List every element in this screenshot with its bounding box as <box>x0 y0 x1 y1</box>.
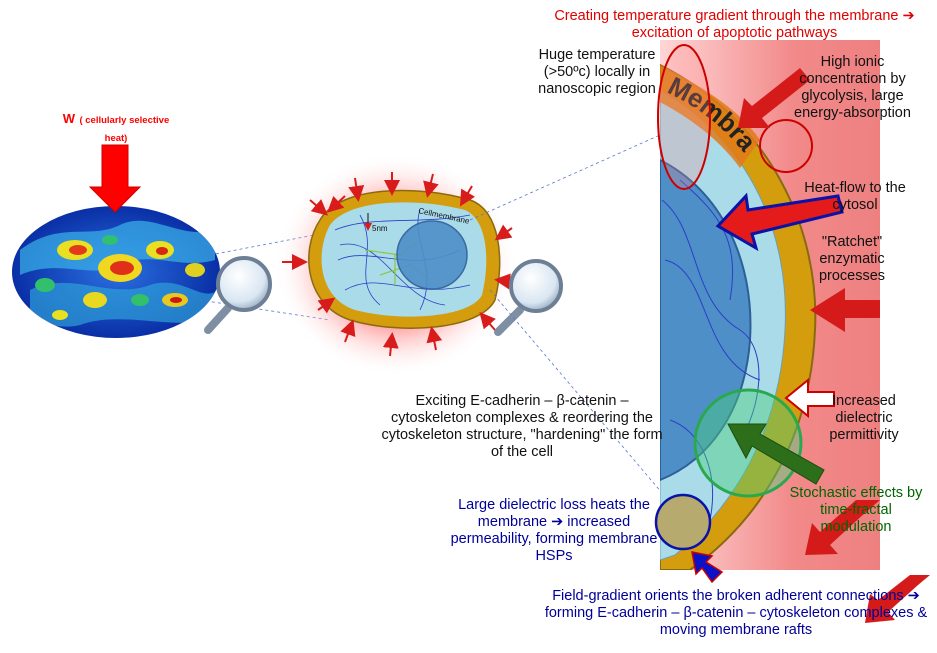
cadherin-label: Exciting E-cadherin – β-catenin – cytosk… <box>381 393 663 461</box>
field-arrow-icon <box>691 551 724 584</box>
ratchet-label: "Ratchet" enzymatic processes <box>818 234 886 285</box>
small-cell <box>274 153 518 377</box>
w-label: W ( cellularly selective heat) <box>60 110 172 145</box>
w-text: ( cellularly selective heat) <box>79 115 170 144</box>
dielectric-label: Increased dielectric permittivity <box>829 393 899 444</box>
heatflow-label: Heat-flow to the cytosol <box>804 180 906 214</box>
raft-circle <box>654 493 712 551</box>
inward-arrow-icon <box>738 68 930 623</box>
thickness-label: 5nm <box>372 224 388 233</box>
thermal-scan-image <box>12 206 220 338</box>
magnifier-icon <box>494 259 563 336</box>
stochastic-label: Stochastic effects by time-fractal modul… <box>789 485 923 536</box>
field-gradient-label: Field-gradient orients the broken adhere… <box>544 588 928 639</box>
top-red-label: Creating temperature gradient through th… <box>554 8 915 42</box>
down-arrow-icon <box>88 144 142 213</box>
ion-circle <box>759 119 813 173</box>
w-symbol: W <box>62 111 76 126</box>
magnifier-icon <box>204 256 272 334</box>
huge-temp-label: Huge temperature (>50ºc) locally in nano… <box>538 47 656 98</box>
ionic-label: High ionic concentration by glycolysis, … <box>794 54 911 122</box>
stochastic-arrow-icon <box>727 423 825 485</box>
dielectric-loss-label: Large dielectric loss heats the membrane… <box>450 497 658 565</box>
outline-arrow-icon <box>784 377 835 419</box>
heat-flow-arrow-icon <box>715 192 844 252</box>
hotspot-ellipse <box>657 44 711 190</box>
